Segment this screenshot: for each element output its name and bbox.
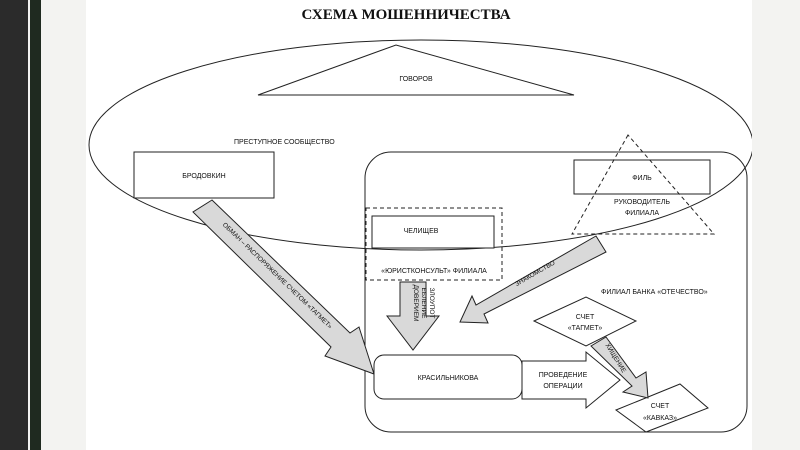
left-accent-bar [30, 0, 41, 450]
criminal-community-ellipse [88, 39, 752, 251]
brodovkin-box [133, 151, 275, 199]
chelishchev-label: ЧЕЛИЩЕВ [404, 228, 439, 235]
slide-title: СХЕМА МОШЕННИЧЕСТВА [301, 7, 510, 23]
branch-head-label-line1: РУКОВОДИТЕЛЬ [614, 199, 670, 206]
brodovkin-label: БРОДОВКИН [182, 173, 225, 180]
account-kavkaz-diamond [614, 383, 709, 433]
fil-box [573, 159, 711, 195]
left-dark-bar [0, 0, 28, 450]
branch-lawyer-label: «ЮРИСТКОНСУЛЬТ» ФИЛИАЛА [381, 268, 487, 275]
bank-branch-container [364, 151, 748, 433]
acquaintance-arrow [459, 235, 607, 324]
abuse-of-trust-arrow [385, 281, 441, 351]
deception-arrow-label: ОБМАН – РАСПОРЯЖЕНИЕ СЧЕТОМ «ТАГМЕТ» [221, 221, 334, 330]
account-kavkaz-line2: «КАВКАЗ» [643, 415, 677, 422]
bank-branch-label: ФИЛИАЛ БАНКА «ОТЕЧЕСТВО» [601, 289, 708, 296]
deception-arrow [192, 199, 375, 375]
branch-head-triangle [571, 134, 716, 235]
chelishchev-box [371, 215, 495, 249]
krasilnikova-label: КРАСИЛЬНИКОВА [418, 375, 479, 382]
abuse-label-line1: ЗЛОУПОТ [428, 288, 435, 319]
operation-label-line2: ОПЕРАЦИИ [543, 383, 582, 390]
abuse-label-line2: ЕБЛЕНИЕ [420, 288, 427, 320]
fraud-scheme-diagram: СХЕМА МОШЕННИЧЕСТВА ГОВОРОВ ПРЕСТУПНОЕ С… [88, 7, 752, 433]
slide: СХЕМА МОШЕННИЧЕСТВА ГОВОРОВ ПРЕСТУПНОЕ С… [86, 0, 752, 450]
theft-arrow [590, 336, 649, 399]
account-kavkaz-line1: СЧЕТ [651, 403, 670, 410]
abuse-label-line3: ДОВЕРИЕМ [412, 285, 419, 322]
branch-lawyer-group [365, 207, 503, 281]
account-tagmet-line2: «ТАГМЕТ» [568, 325, 603, 332]
operation-arrow [521, 350, 621, 410]
account-tagmet-diamond [532, 296, 638, 347]
govorov-triangle [257, 44, 575, 96]
operation-label-line1: ПРОВЕДЕНИЕ [539, 372, 588, 379]
criminal-community-label: ПРЕСТУПНОЕ СООБЩЕСТВО [234, 139, 335, 146]
fil-label: ФИЛЬ [632, 175, 652, 182]
branch-head-label-line2: ФИЛИАЛА [625, 210, 659, 217]
govorov-label: ГОВОРОВ [399, 76, 433, 83]
account-tagmet-line1: СЧЕТ [576, 314, 595, 321]
